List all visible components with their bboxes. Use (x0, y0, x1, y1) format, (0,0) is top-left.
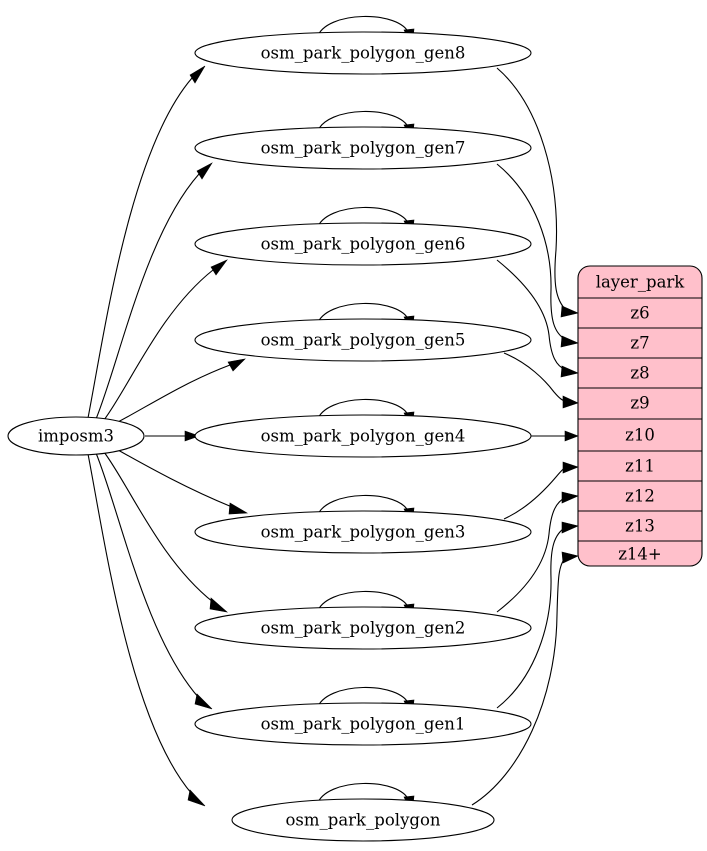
layer-row-z11[interactable]: z11 (625, 457, 655, 476)
node-gen1[interactable]: osm_park_polygon_gen1 (194, 702, 532, 746)
node-gen5[interactable]: osm_park_polygon_gen5 (194, 318, 532, 362)
self-loop-gen1 (316, 686, 410, 710)
layer-row-z8[interactable]: z8 (630, 364, 649, 383)
edge-imposm3-gen8 (87, 77, 193, 419)
arrowhead-imposm3-gen8 (189, 65, 206, 84)
gen6-ellipse[interactable] (194, 222, 532, 266)
node-gen6[interactable]: osm_park_polygon_gen6 (194, 222, 532, 266)
gen3-ellipse[interactable] (194, 510, 532, 554)
edge-imposm3-gen1 (95, 452, 200, 699)
gen1-ellipse[interactable] (194, 702, 532, 746)
imposm3-label: imposm3 (38, 427, 114, 446)
base-ellipse[interactable] (231, 798, 495, 842)
node-gen2[interactable]: osm_park_polygon_gen2 (194, 606, 532, 650)
edge-imposm3-gen2 (103, 451, 214, 603)
node-gen3[interactable]: osm_park_polygon_gen3 (194, 510, 532, 554)
edge-gen3-z11 (503, 466, 567, 520)
layer-row-z6[interactable]: z6 (630, 304, 649, 323)
self-loop-base (316, 782, 410, 806)
edge-gen2-z12 (496, 496, 567, 613)
self-loop-gen3 (316, 494, 410, 518)
arrowhead-gen3-z11 (562, 461, 579, 474)
node-gen8[interactable]: osm_park_polygon_gen8 (194, 31, 532, 75)
self-loop-gen5 (316, 302, 410, 326)
self-loop-gen8 (316, 15, 410, 39)
edge-gen6-z8 (496, 259, 567, 371)
gen2-ellipse[interactable] (194, 606, 532, 650)
node-gen4[interactable]: osm_park_polygon_gen4 (194, 414, 532, 458)
self-loop-gen7 (316, 110, 410, 134)
self-loop-gen4 (316, 398, 410, 422)
layer-row-z9[interactable]: z9 (630, 394, 649, 413)
arrowhead-imposm3-gen5 (227, 358, 246, 372)
imposm3-ellipse[interactable] (7, 416, 145, 456)
arrowhead-gen1-z13 (561, 521, 579, 534)
edge-gen8-z6 (496, 67, 567, 311)
gen8-label: osm_park_polygon_gen8 (261, 44, 466, 63)
gen8-ellipse[interactable] (194, 31, 532, 75)
gen5-ellipse[interactable] (194, 318, 532, 362)
arrowhead-gen5-z9 (562, 395, 579, 409)
gen7-ellipse[interactable] (194, 126, 532, 170)
edge-imposm3-gen7 (95, 173, 200, 420)
layer-row-z14[interactable]: z14+ (618, 545, 662, 564)
arrowhead-imposm3-gen1 (194, 693, 213, 710)
arrowhead-gen8-z6 (560, 305, 579, 318)
gen7-label: osm_park_polygon_gen7 (261, 139, 466, 158)
gen4-label: osm_park_polygon_gen4 (261, 427, 466, 446)
layer-park-box[interactable]: layer_park z6 z7 z8 z9 z10 z11 z12 z13 z… (577, 265, 703, 567)
self-loop-gen6 (316, 206, 410, 230)
arrowhead-gen6-z8 (560, 365, 579, 378)
gen2-label: osm_park_polygon_gen2 (261, 619, 466, 638)
gen5-label: osm_park_polygon_gen5 (261, 331, 466, 350)
edge-gen7-z7 (496, 163, 567, 341)
arrowhead-imposm3-base (187, 789, 206, 807)
node-gen7[interactable]: osm_park_polygon_gen7 (194, 126, 532, 170)
edge-gen1-z13 (496, 526, 567, 709)
layer-row-z13[interactable]: z13 (625, 517, 655, 536)
arrowhead-imposm3-gen2 (209, 597, 229, 613)
layer-row-z12[interactable]: z12 (625, 487, 655, 506)
layer-park-header-label: layer_park (596, 273, 686, 292)
base-label: osm_park_polygon (285, 811, 440, 830)
arrowhead-gen4-z10 (564, 430, 579, 442)
node-base[interactable]: osm_park_polygon (231, 798, 495, 842)
layer-row-z10[interactable]: z10 (625, 426, 655, 445)
arrowhead-imposm3-gen3 (228, 502, 249, 515)
layer-row-z7[interactable]: z7 (630, 334, 649, 353)
layer-park-background (577, 265, 703, 567)
arrowhead-gen2-z12 (561, 491, 579, 504)
gen1-label: osm_park_polygon_gen1 (261, 715, 466, 734)
edge-base-z14 (471, 556, 567, 806)
edges-tables-to-layer (471, 67, 579, 806)
gen4-ellipse[interactable] (194, 414, 532, 458)
edge-imposm3-base (87, 453, 193, 795)
edge-imposm3-gen3 (117, 449, 233, 508)
edge-imposm3-gen6 (103, 269, 214, 421)
arrowhead-imposm3-gen7 (196, 162, 213, 180)
gen3-label: osm_park_polygon_gen3 (261, 523, 466, 542)
node-imposm3[interactable]: imposm3 (7, 416, 145, 456)
gen6-label: osm_park_polygon_gen6 (261, 235, 466, 254)
edge-imposm3-gen5 (117, 364, 231, 423)
arrowhead-base-z14 (561, 551, 579, 564)
arrowhead-gen7-z7 (560, 335, 579, 348)
arrowhead-imposm3-gen6 (210, 259, 228, 276)
edge-gen5-z9 (503, 352, 567, 402)
edges-source-to-tables (87, 65, 249, 807)
arrowhead-imposm3-gen4 (184, 430, 200, 442)
self-loop-gen2 (316, 590, 410, 614)
